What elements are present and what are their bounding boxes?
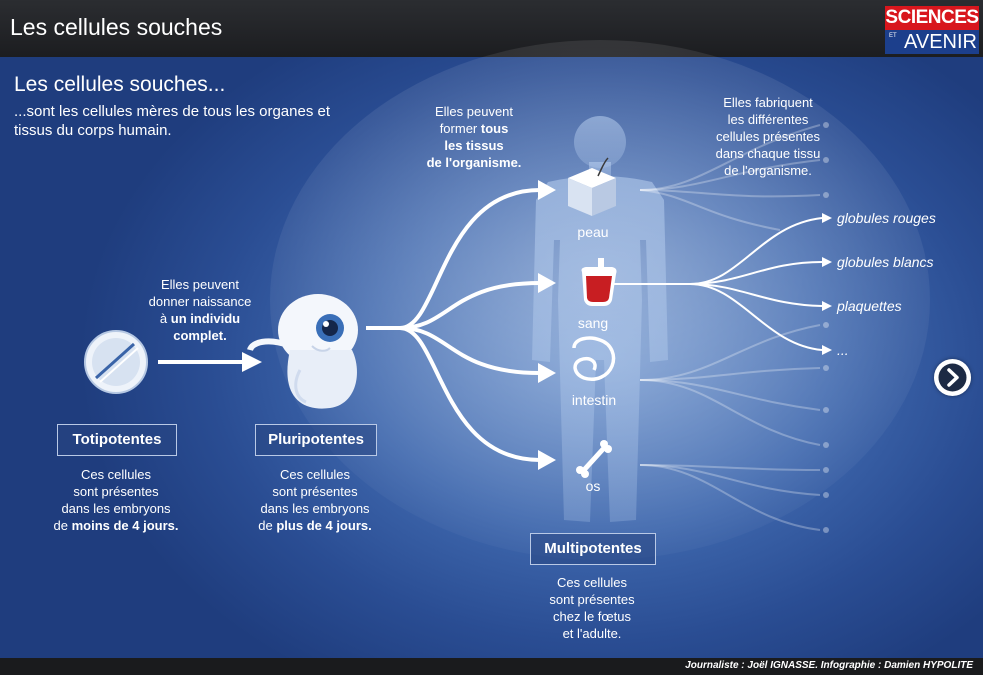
stage-desc-multipotentes-l1: Ces cellules (556, 575, 628, 590)
annotation-pluripotent-l3-bold: les tissus (444, 138, 504, 153)
annotation-totipotent-l3: à un individu (135, 310, 265, 327)
blood-branches (612, 217, 823, 351)
annotation-totipotent-l3-pre: à (159, 311, 171, 326)
branching-arrows-to-tissues (366, 188, 541, 462)
stage-desc-multipotentes-l2: sont présentes (549, 592, 635, 607)
logo-line2: ET AVENIR (885, 30, 979, 54)
stage-desc-totipotentes-l3: dans les embryons (61, 501, 171, 516)
annotation-totipotent-l2: donner naissance (148, 294, 252, 309)
stage-desc-multipotentes-l3: chez le fœtus (552, 609, 632, 624)
human-body-silhouette (532, 116, 668, 522)
footer-bar: Journaliste : Joël IGNASSE. Infographie … (0, 658, 983, 675)
totipotent-cell-icon (84, 330, 148, 394)
annotation-totipotent-l3-bold: un individu (170, 311, 241, 326)
stage-box-multipotentes: Multipotentes (530, 533, 656, 565)
tissue-label-peau: peau (577, 224, 609, 240)
annotation-totipotent-l4-bold: complet. (173, 328, 227, 343)
next-button[interactable] (934, 359, 971, 396)
annotation-multipotent: Elles fabriquent les différentes cellule… (700, 94, 836, 179)
stage-desc-totipotentes-l4-bold: moins de 4 jours. (71, 518, 179, 533)
stage-box-totipotentes: Totipotentes (57, 424, 177, 456)
stage-desc-totipotentes-l4-pre: de (53, 518, 72, 533)
annotation-totipotent-l4: complet. (135, 327, 265, 344)
tissue-label-os: os (585, 478, 601, 494)
output-ellipsis: ... (837, 342, 849, 358)
page-title: Les cellules souches (10, 14, 223, 40)
annotation-pluripotent-l1: Elles peuvent (434, 104, 514, 119)
annotation-totipotent: Elles peuvent donner naissance à un indi… (135, 276, 265, 344)
annotation-multipotent-l5: de l'organisme. (724, 163, 812, 178)
annotation-multipotent-l1: Elles fabriquent (723, 95, 813, 110)
annotation-pluripotent-l2-bold: tous (480, 121, 509, 136)
embryo-icon (247, 294, 358, 409)
output-globules-blancs: globules blancs (837, 254, 934, 270)
stage-desc-totipotentes-l2: sont présentes (73, 484, 159, 499)
blood-branch-arrowheads (822, 213, 832, 355)
output-globules-rouges: globules rouges (837, 210, 936, 226)
stage-desc-pluripotentes: Ces cellules sont présentes dans les emb… (235, 466, 395, 534)
arrow-totipotent-to-pluripotent (158, 352, 262, 372)
stage-desc-multipotentes: Ces cellules sont présentes chez le fœtu… (517, 574, 667, 642)
stage-desc-totipotentes: Ces cellules sont présentes dans les emb… (36, 466, 196, 534)
faint-branch-dots (823, 122, 829, 533)
subline: ...sont les cellules mères de tous les o… (14, 103, 330, 139)
stage-desc-pluripotentes-l1: Ces cellules (279, 467, 351, 482)
annotation-pluripotent: Elles peuvent former tous les tissus de … (404, 103, 544, 171)
annotation-pluripotent-l4-bold: de l'organisme. (426, 155, 522, 170)
annotation-multipotent-l2: les différentes (727, 112, 809, 127)
faint-branches (639, 124, 821, 531)
logo-line2-text: AVENIR (904, 31, 977, 53)
footer-credit: Journaliste : Joël IGNASSE. Infographie … (685, 660, 973, 671)
annotation-pluripotent-l2: former tous (404, 120, 544, 137)
stage-desc-pluripotentes-l3: dans les embryons (260, 501, 370, 516)
sciences-avenir-logo: SCIENCES ET AVENIR (885, 6, 979, 54)
logo-small: ET (889, 33, 897, 39)
output-plaquettes: plaquettes (837, 298, 902, 314)
tissue-label-sang: sang (577, 315, 609, 331)
logo-line1: SCIENCES (885, 6, 979, 30)
stage-desc-pluripotentes-l4-pre: de (258, 518, 277, 533)
annotation-multipotent-l4: dans chaque tissu (715, 146, 821, 161)
stage-desc-totipotentes-l1: Ces cellules (80, 467, 152, 482)
annotation-totipotent-l1: Elles peuvent (160, 277, 240, 292)
stage-desc-pluripotentes-l2: sont présentes (272, 484, 358, 499)
annotation-pluripotent-l3: les tissus (404, 137, 544, 154)
annotation-pluripotent-l4: de l'organisme. (404, 154, 544, 171)
chevron-right-icon (938, 363, 967, 392)
bone-icon (576, 440, 612, 478)
stage-desc-pluripotentes-l4-bold: plus de 4 jours. (276, 518, 372, 533)
stage-desc-multipotentes-l4: et l'adulte. (562, 626, 622, 641)
annotation-multipotent-l3: cellules présentes (715, 129, 821, 144)
blood-bag-icon (581, 258, 617, 306)
annotation-pluripotent-l2-pre: former (439, 121, 481, 136)
tissue-label-intestin: intestin (571, 392, 617, 408)
skin-cube-icon (568, 157, 616, 216)
title-bar: Les cellules souches SCIENCES ET AVENIR (0, 0, 983, 57)
tissue-arrowheads (538, 180, 556, 470)
stage-box-pluripotentes: Pluripotentes (255, 424, 377, 456)
stage-desc-totipotentes-l4: de moins de 4 jours. (36, 517, 196, 534)
intestine-icon (572, 336, 616, 381)
stage-desc-pluripotentes-l4: de plus de 4 jours. (235, 517, 395, 534)
headline: Les cellules souches... (14, 73, 226, 96)
